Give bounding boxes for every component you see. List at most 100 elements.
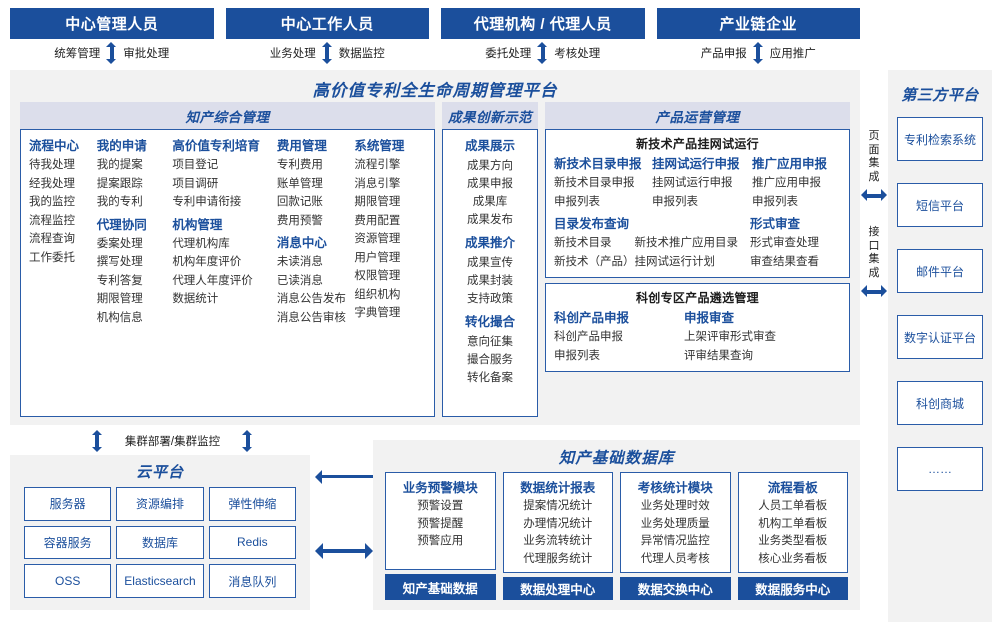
cloud-cell-2[interactable]: 弹性伸缩	[208, 487, 296, 521]
third-party-item-5[interactable]: ……	[897, 447, 983, 491]
menu-item[interactable]: 意向征集	[467, 336, 513, 348]
cloud-cell-0[interactable]: 服务器	[24, 487, 112, 521]
kb-card-item[interactable]: 机构工单看板	[758, 517, 828, 530]
menu-item[interactable]: 机构年度评价	[172, 256, 242, 268]
menu-item[interactable]: 成果申报	[467, 178, 513, 190]
menu-item[interactable]: 推广应用申报	[752, 177, 821, 189]
menu-item[interactable]: 转化备案	[467, 372, 513, 384]
menu-item[interactable]: 我的专利	[96, 196, 143, 208]
third-party-item-4[interactable]: 科创商城	[897, 381, 983, 425]
menu-group-heading[interactable]: 流程中心	[29, 139, 80, 153]
menu-item[interactable]: 形式审查处理	[750, 237, 819, 249]
menu-item[interactable]: 申报列表	[554, 349, 600, 362]
kb-card-item[interactable]: 代理服务统计	[523, 552, 593, 565]
menu-item[interactable]: 新技术目录 新技术推广应用目录	[554, 237, 738, 249]
menu-item[interactable]: 新技术（产品）挂网试运行计划	[554, 255, 715, 268]
menu-item[interactable]: 资源管理	[354, 233, 401, 245]
kb-card-item[interactable]: 业务类型看板	[758, 535, 828, 547]
third-party-item-3[interactable]: 数字认证平台	[897, 315, 983, 359]
menu-item[interactable]: 成果宣传	[467, 257, 513, 269]
menu-group-heading[interactable]: 转化撮合	[464, 315, 515, 329]
menu-group-heading[interactable]: 代理协同	[96, 217, 147, 232]
menu-item[interactable]: 费用预警	[276, 214, 323, 227]
third-party-item-1[interactable]: 短信平台	[897, 183, 983, 227]
menu-item[interactable]: 账单管理	[276, 177, 323, 190]
menu-item[interactable]: 撰写处理	[96, 256, 143, 268]
menu-item[interactable]: 待我处理	[29, 159, 75, 171]
cloud-cell-8[interactable]: 消息队列	[208, 564, 296, 598]
menu-group-heading[interactable]: 推广应用申报	[752, 157, 828, 171]
menu-item[interactable]: 消息公告审核	[276, 311, 346, 324]
menu-item[interactable]: 提案跟踪	[96, 177, 143, 190]
menu-item[interactable]: 已读消息	[276, 274, 323, 287]
menu-item[interactable]: 流程查询	[29, 233, 75, 245]
menu-item[interactable]: 项目调研	[172, 177, 219, 190]
menu-item[interactable]: 期限管理	[96, 293, 143, 305]
kb-card-item[interactable]: 业务处理质量	[640, 517, 710, 530]
cloud-cell-6[interactable]: OSS	[24, 564, 112, 598]
menu-group-heading[interactable]: 申报审查	[684, 311, 735, 325]
menu-item[interactable]: 代理机构库	[172, 237, 230, 250]
menu-item[interactable]: 科创产品申报	[554, 331, 623, 343]
menu-item[interactable]: 代理人年度评价	[172, 274, 253, 287]
menu-item[interactable]: 申报列表	[554, 195, 600, 208]
menu-item[interactable]: 新技术目录申报	[554, 177, 635, 189]
menu-group-heading[interactable]: 费用管理	[276, 139, 327, 153]
cloud-cell-3[interactable]: 容器服务	[24, 525, 112, 560]
kb-card-item[interactable]: 人员工单看板	[758, 500, 828, 512]
kb-card-item[interactable]: 预警设置	[417, 500, 464, 512]
menu-item[interactable]: 我的提案	[96, 159, 143, 171]
kb-footer[interactable]: 知产基础数据	[385, 574, 496, 600]
menu-group-heading[interactable]: 高价值专利培育	[172, 139, 260, 153]
menu-item[interactable]: 数据统计	[172, 293, 219, 305]
third-party-item-0[interactable]: 专利检索系统	[897, 117, 983, 161]
menu-item[interactable]: 项目登记	[172, 159, 219, 171]
menu-item[interactable]: 经我处理	[29, 177, 75, 190]
menu-item[interactable]: 挂网试运行申报	[652, 177, 733, 189]
kb-card-item[interactable]: 业务处理时效	[640, 500, 710, 512]
menu-item[interactable]: 成果库	[472, 196, 508, 208]
kb-card-item[interactable]: 核心业务看板	[758, 552, 828, 565]
menu-group-heading[interactable]: 成果推介	[464, 236, 515, 250]
menu-group-heading[interactable]: 机构管理	[172, 217, 223, 232]
kb-card-item[interactable]: 办理情况统计	[523, 517, 593, 530]
kb-card-item[interactable]: 提案情况统计	[523, 500, 593, 512]
menu-item[interactable]: 用户管理	[354, 251, 401, 264]
menu-group-heading[interactable]: 目录发布查询	[554, 217, 630, 231]
cloud-cell-7[interactable]: Elasticsearch	[116, 564, 204, 598]
kb-card-item[interactable]: 预警应用	[417, 535, 464, 547]
menu-item[interactable]: 委案处理	[96, 237, 143, 250]
menu-item[interactable]: 流程引擎	[354, 159, 401, 171]
menu-item[interactable]: 专利答复	[96, 274, 143, 287]
menu-group-heading[interactable]: 新技术目录申报	[554, 157, 642, 171]
menu-item[interactable]: 专利申请衔接	[172, 196, 242, 208]
kb-card-item[interactable]: 业务流转统计	[523, 535, 593, 547]
menu-item[interactable]: 权限管理	[354, 270, 401, 282]
menu-group-heading[interactable]: 成果展示	[464, 139, 515, 153]
menu-item[interactable]: 我的监控	[29, 196, 75, 208]
kb-card-item[interactable]: 异常情况监控	[640, 535, 710, 547]
menu-item[interactable]: 消息引擎	[354, 177, 401, 190]
kb-footer[interactable]: 数据服务中心	[737, 577, 848, 600]
menu-item[interactable]: 消息公告发布	[276, 293, 346, 305]
menu-group-heading[interactable]: 科创产品申报	[554, 311, 630, 325]
kb-footer[interactable]: 数据交换中心	[620, 577, 731, 600]
cloud-cell-4[interactable]: 数据库	[116, 525, 204, 560]
menu-group-heading[interactable]: 挂网试运行申报	[652, 157, 740, 171]
menu-item[interactable]: 未读消息	[276, 256, 323, 268]
kb-card-item[interactable]: 代理人员考核	[640, 552, 710, 565]
menu-item[interactable]: 评审结果查询	[684, 349, 753, 362]
menu-item[interactable]: 专利费用	[276, 159, 323, 171]
third-party-item-2[interactable]: 邮件平台	[897, 249, 983, 293]
menu-item[interactable]: 字典管理	[354, 307, 401, 319]
menu-item[interactable]: 费用配置	[354, 214, 401, 227]
menu-item[interactable]: 申报列表	[652, 195, 698, 208]
menu-item[interactable]: 组织机构	[354, 288, 401, 301]
menu-group-heading[interactable]: 系统管理	[354, 139, 405, 153]
cloud-cell-1[interactable]: 资源编排	[116, 487, 204, 521]
menu-item[interactable]: 机构信息	[96, 311, 143, 324]
menu-item[interactable]: 支持政策	[467, 293, 513, 305]
menu-item[interactable]: 成果方向	[467, 160, 513, 172]
menu-item[interactable]: 成果封装	[467, 275, 513, 287]
menu-item[interactable]: 上架评审形式审查	[684, 331, 776, 343]
